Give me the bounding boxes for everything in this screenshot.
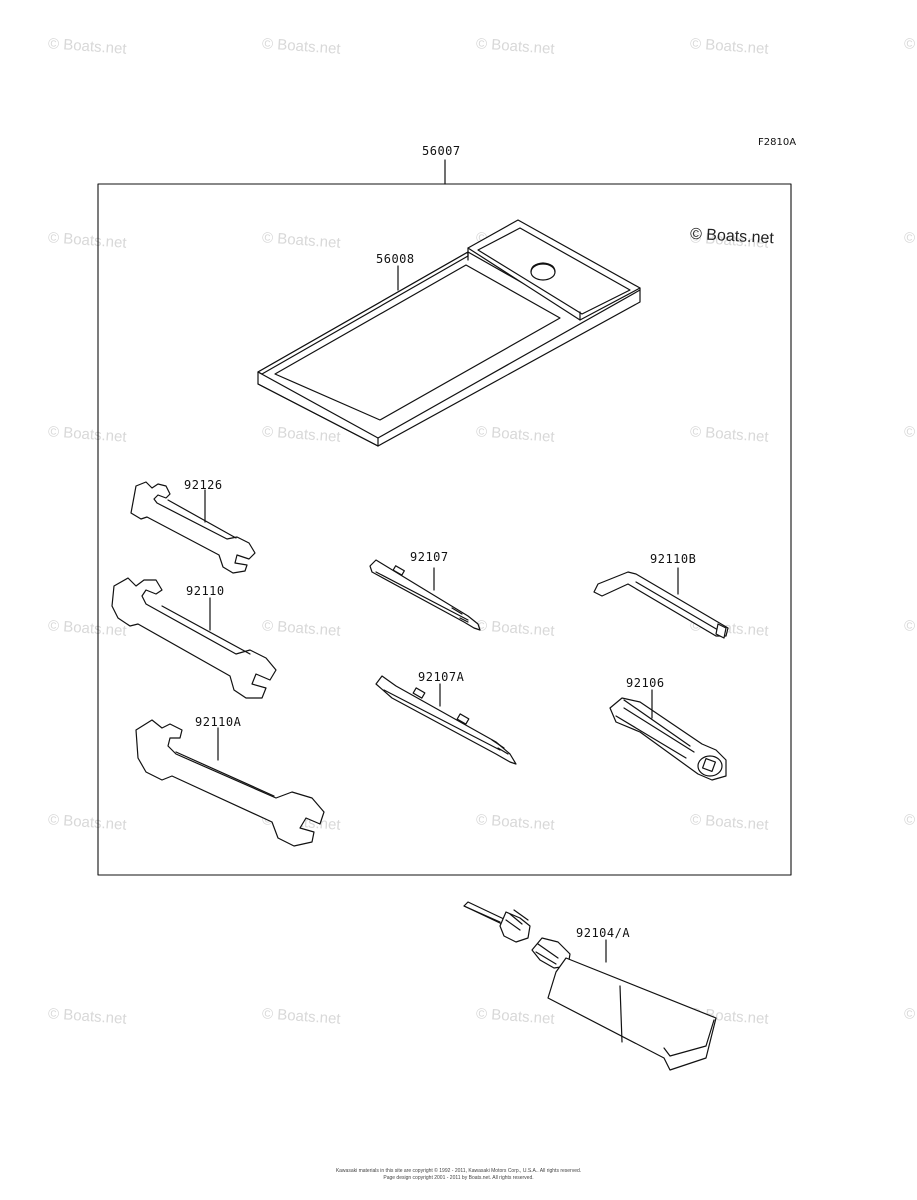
part-label-92104A: 92104/A: [576, 926, 631, 940]
part-label-92126: 92126: [184, 478, 223, 492]
wrench-small: [130, 481, 256, 574]
part-label-92110B: 92110B: [650, 552, 697, 566]
screwdriver-bit: [375, 675, 517, 765]
screwdriver-grip: [369, 559, 481, 631]
part-label-56007: 56007: [422, 144, 461, 158]
tool-pouch: [257, 219, 641, 447]
figure-id: F2810A: [758, 137, 797, 148]
wrench-large: [135, 719, 325, 847]
hex-key: [593, 567, 729, 639]
socket-handle: [609, 689, 727, 781]
part-label-92107: 92107: [410, 550, 449, 564]
part-label-56008: 56008: [376, 252, 415, 266]
part-label-92110A: 92110A: [195, 715, 242, 729]
part-label-92110: 92110: [186, 584, 225, 598]
grease-tube: [463, 901, 717, 1071]
part-label-92107A: 92107A: [418, 670, 465, 684]
part-label-92106: 92106: [626, 676, 665, 690]
footer-design-copyright: Page design copyright 2001 - 2011 by Boa…: [383, 1175, 534, 1181]
wrench-medium: [111, 577, 277, 699]
footer-copyright: Kawasaki materials in this site are copy…: [335, 1168, 582, 1174]
